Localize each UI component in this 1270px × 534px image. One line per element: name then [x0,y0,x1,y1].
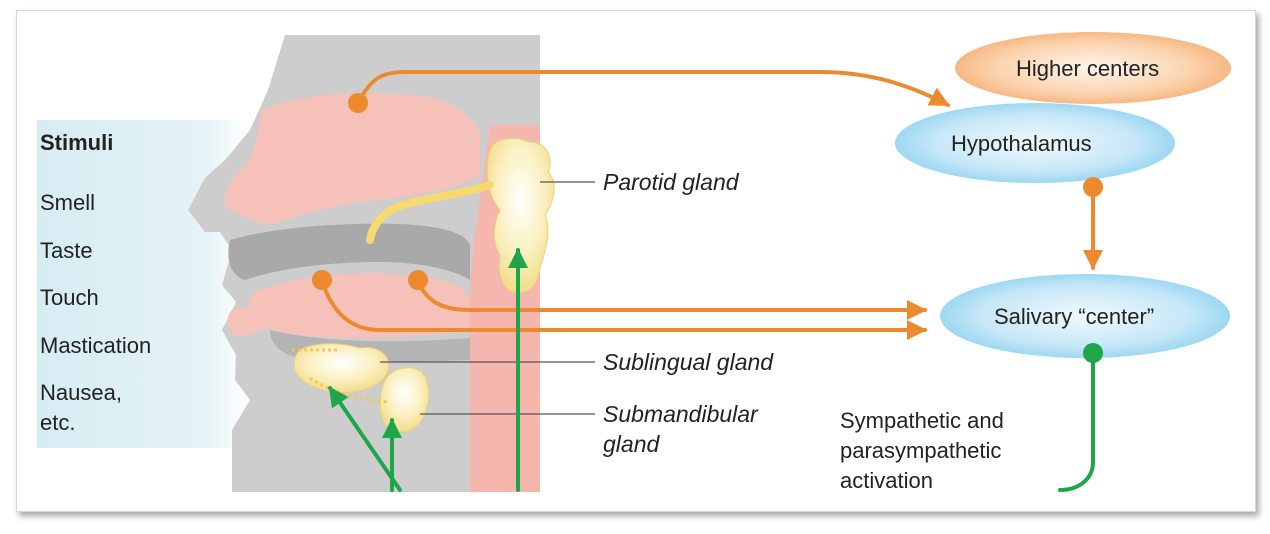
salivary-output-dot [1083,343,1103,363]
parotid-gland-label: Parotid gland [603,169,740,195]
hypothalamus-label: Hypothalamus [951,131,1092,156]
stimulus-touch: Touch [40,285,99,310]
stimuli-title: Stimuli [40,130,113,155]
stimulus-mastication: Mastication [40,333,151,358]
submandibular-gland-shape [309,367,430,433]
afferent-dots [312,93,1103,290]
activation-label-1: Sympathetic and [840,408,1004,433]
head-silhouette [188,35,540,492]
nasal-cavity [224,93,480,225]
higher-centers-label: Higher centers [1016,56,1159,81]
hypothalamus-output-dot [1083,177,1103,197]
efferent-pathways [328,248,1095,492]
stimulus-taste: Taste [40,238,93,263]
submandibular-gland-label-1: Submandibular [603,401,759,427]
smell-pathway-arrow [356,70,950,107]
sublingual-gland-shape [292,343,390,393]
stimulus-smell: Smell [40,190,95,215]
activation-label-3: activation [840,468,933,493]
activation-path [1058,351,1095,492]
taste-receptor-dot [408,270,428,290]
salivary-center-node [940,274,1230,358]
sublingual-innervation-arrow [328,386,402,492]
sublingual-gland-label: Sublingual gland [603,349,774,375]
submandibular-gland-label-2: gland [603,431,660,457]
higher-centers-node [955,32,1231,104]
lips [227,308,268,337]
salivary-center-label: Salivary “center” [994,304,1154,329]
stimulus-nausea: Nausea, [40,380,122,405]
touch-receptor-dot [312,270,332,290]
stimulus-etc: etc. [40,410,75,435]
parotid-gland-shape [366,137,555,294]
smell-receptor-dot [348,93,368,113]
palate [228,223,470,280]
activation-label-2: parasympathetic [840,438,1001,463]
hypothalamus-node [895,103,1175,183]
